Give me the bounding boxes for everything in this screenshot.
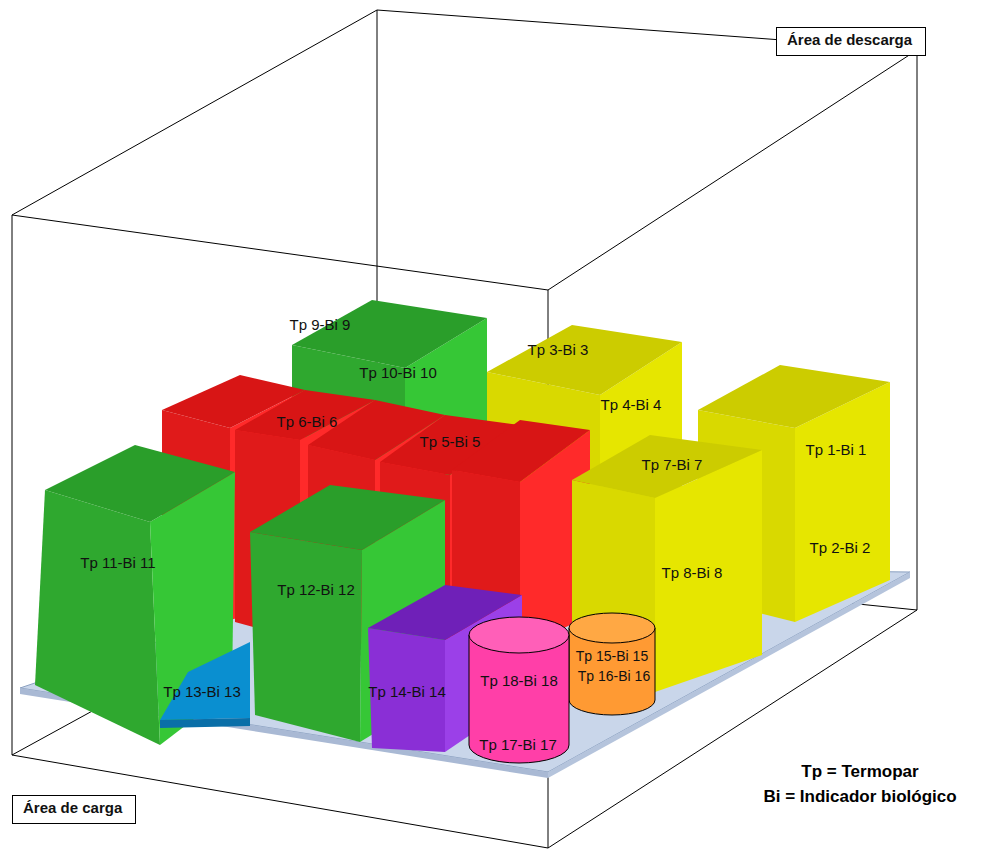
yellow-pack [572,480,655,692]
sensor-label: Tp 11-Bi 11 [80,555,155,572]
blue-pack [160,642,250,728]
yellow-pack [487,325,682,395]
green-pack [45,445,235,522]
sensor-label: Tp 9-Bi 9 [290,317,351,334]
sensor-label: Tp 15-Bi 15 [576,649,648,664]
sensor-label: Tp 8-Bi 8 [662,565,723,582]
yellow-pack [572,435,762,692]
green-pack [35,490,160,745]
yellow-pack [572,435,762,498]
sensor-label: Tp 10-Bi 10 [359,365,437,382]
sensor-label: Tp 14-Bi 14 [368,684,446,701]
sensor-label: Tp 16-Bi 16 [578,669,650,684]
sensor-label: Tp 5-Bi 5 [420,434,481,451]
blue-pack [160,718,250,728]
green-pack [292,300,487,368]
sensor-label: Tp 3-Bi 3 [528,342,589,359]
green-pack [250,485,445,550]
sensor-label: Tp 1-Bi 1 [806,442,867,459]
pink-cylinder [469,635,569,763]
area-title: Área de carga [23,800,125,817]
blue-pack [160,642,250,720]
red-packs [452,420,590,482]
green-pack [250,532,362,742]
chamber-outline [917,50,918,610]
sensor-label: Tp 2-Bi 2 [810,540,871,557]
area-title: Área de descarga [787,32,915,49]
orange-cylinder [569,613,655,715]
yellow-pack [698,365,890,428]
sensor-label: Tp 7-Bi 7 [642,457,703,474]
orange-cylinder [569,613,655,643]
sensor-label: Tp 4-Bi 4 [601,397,662,414]
sensor-label: Tp 18-Bi 18 [480,673,558,690]
sensor-label: Tp 13-Bi 13 [163,684,241,701]
chamber-outline [12,10,917,848]
area-label: Área de descarga [776,27,926,56]
sensor-label: Tp 6-Bi 6 [277,414,338,431]
pink-cylinder [469,617,569,763]
sensor-label: Tp 17-Bi 17 [479,737,557,754]
area-label: Área de carga [12,795,136,824]
purple-pack [368,628,445,752]
sensor-label: Tp 12-Bi 12 [277,582,355,599]
legend-note: Tp = Termopar [801,762,918,782]
chamber-outline [12,215,13,755]
legend-note: Bi = Indicador biológico [763,787,956,807]
chamber-outline [12,755,548,848]
pink-cylinder [469,617,569,653]
